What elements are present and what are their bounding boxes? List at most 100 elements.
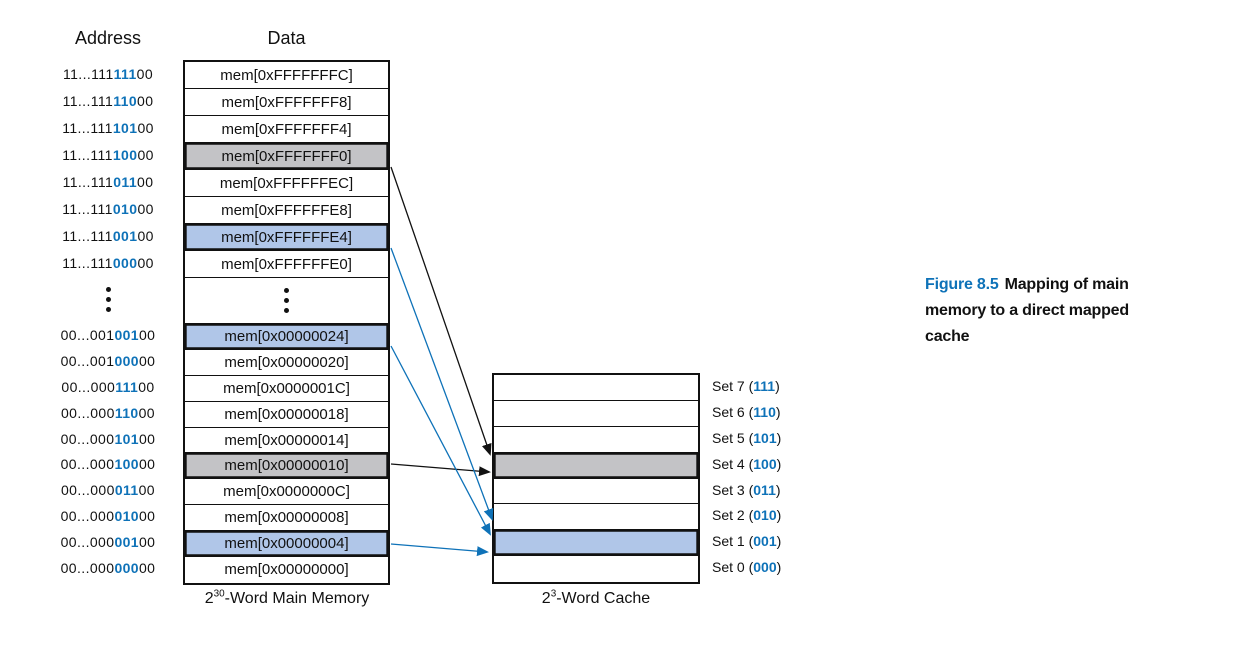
- cache-caption-exponent: 3: [550, 588, 557, 600]
- address-tag-bits: 11...111: [62, 200, 113, 217]
- ellipsis-dot: [105, 286, 111, 292]
- arrow-memFFFFFFE4-to-set1: [390, 247, 494, 521]
- cache-set-labels: Set 7 (111)Set 6 (110)Set 5 (101)Set 4 (…: [712, 373, 781, 580]
- address-offset-bits: 00: [138, 378, 155, 395]
- arrow-mem00000024-to-set1: [390, 345, 491, 536]
- address-set-bits: 110: [114, 404, 139, 421]
- set-label-name: Set 0: [712, 559, 745, 576]
- memory-row: mem[0x00000008]: [185, 505, 388, 532]
- address-offset-bits: 00: [139, 534, 156, 551]
- memory-row: mem[0x00000004]: [185, 531, 388, 558]
- address-set-bits: 101: [112, 119, 138, 136]
- address-column-header: Address: [74, 28, 142, 48]
- address-set-bits: 001: [112, 227, 138, 244]
- address-ellipsis: [40, 276, 176, 322]
- set-label: Set 5 (101): [712, 429, 782, 446]
- cache-caption: 23-Word Cache: [466, 588, 726, 608]
- arrow-mem00000004-to-set1: [390, 543, 489, 557]
- address-set-bits: 000: [112, 254, 138, 271]
- cache-set-row: [494, 375, 698, 401]
- address-set-bits: 100: [114, 456, 139, 473]
- set-label-name: Set 3: [712, 481, 745, 498]
- address-offset-bits: 00: [136, 65, 154, 82]
- address-offset-bits: 00: [137, 92, 154, 109]
- main-memory-caption-exponent: 30: [213, 588, 225, 600]
- address-offset-bits: 00: [139, 326, 156, 343]
- memory-row: mem[0x00000014]: [185, 427, 388, 454]
- set-label-name: Set 6: [712, 403, 745, 420]
- memory-row: mem[0xFFFFFFF4]: [185, 116, 388, 143]
- address-tag-bits: 11...111: [62, 173, 114, 190]
- cache-table: [492, 373, 700, 584]
- set-label: Set 4 (100): [712, 455, 782, 472]
- address-set-bits: 000: [114, 352, 139, 369]
- address-offset-bits: 00: [137, 200, 154, 217]
- address-offset-bits: 00: [137, 254, 154, 271]
- memory-row: mem[0x0000000C]: [185, 479, 388, 506]
- ellipsis-dot: [105, 306, 111, 312]
- cache-set-row: [494, 452, 698, 479]
- main-memory-caption-base: 2: [204, 590, 214, 607]
- address-offset-bits: 00: [139, 430, 156, 447]
- set-label-name: Set 5: [712, 429, 745, 446]
- address-set-bits: 101: [114, 430, 139, 447]
- set-label: Set 6 (110): [712, 403, 781, 420]
- memory-ellipsis-row: [185, 278, 388, 324]
- address-offset-bits: 00: [137, 146, 154, 163]
- address-set-bits: 011: [113, 173, 138, 190]
- memory-row: mem[0x00000020]: [185, 349, 388, 376]
- cache-caption-rest: -Word Cache: [556, 590, 651, 607]
- memory-row: mem[0x00000010]: [185, 453, 388, 480]
- cache-set-row: [494, 400, 698, 427]
- memory-row: mem[0x0000001C]: [185, 375, 388, 402]
- memory-row: mem[0x00000018]: [185, 401, 388, 428]
- cache-caption-base: 2: [541, 590, 551, 607]
- set-label-bits: 011: [753, 481, 776, 498]
- set-label-bits: 110: [753, 403, 776, 420]
- address-offset-bits: 00: [139, 559, 156, 576]
- ellipsis-dot: [105, 296, 111, 302]
- address-tag-bits: 00...000: [61, 482, 115, 499]
- set-label-bits: 001: [753, 533, 777, 550]
- set-label-name: Set 4: [712, 455, 745, 472]
- address-tag-bits: 11...111: [62, 92, 114, 109]
- ellipsis-dot: [284, 288, 289, 293]
- address-offset-bits: 00: [139, 352, 156, 369]
- cache-set-row: [494, 504, 698, 531]
- memory-row: mem[0xFFFFFFF0]: [185, 143, 388, 170]
- address-tag-bits: 00...000: [61, 404, 115, 421]
- cache-set-row: [494, 530, 698, 557]
- memory-row: mem[0x00000000]: [185, 557, 388, 583]
- address-ellipsis-dots: [105, 286, 111, 312]
- arrow-memFFFFFFF0-to-set4: [390, 166, 492, 456]
- set-label-bits: 100: [753, 455, 777, 472]
- address-set-bits: 100: [112, 146, 138, 163]
- address-offset-bits: 00: [138, 482, 155, 499]
- set-label: Set 1 (001): [712, 533, 782, 550]
- set-label: Set 2 (010): [712, 507, 782, 524]
- address-tag-bits: 00...001: [60, 326, 115, 343]
- set-label-bits: 010: [753, 507, 777, 524]
- set-label: Set 0 (000): [712, 559, 782, 576]
- address-offset-bits: 00: [137, 119, 154, 136]
- memory-row: mem[0x00000024]: [185, 324, 388, 350]
- main-memory-caption-rest: -Word Main Memory: [224, 590, 370, 607]
- address-tag-bits: 00...000: [60, 508, 115, 525]
